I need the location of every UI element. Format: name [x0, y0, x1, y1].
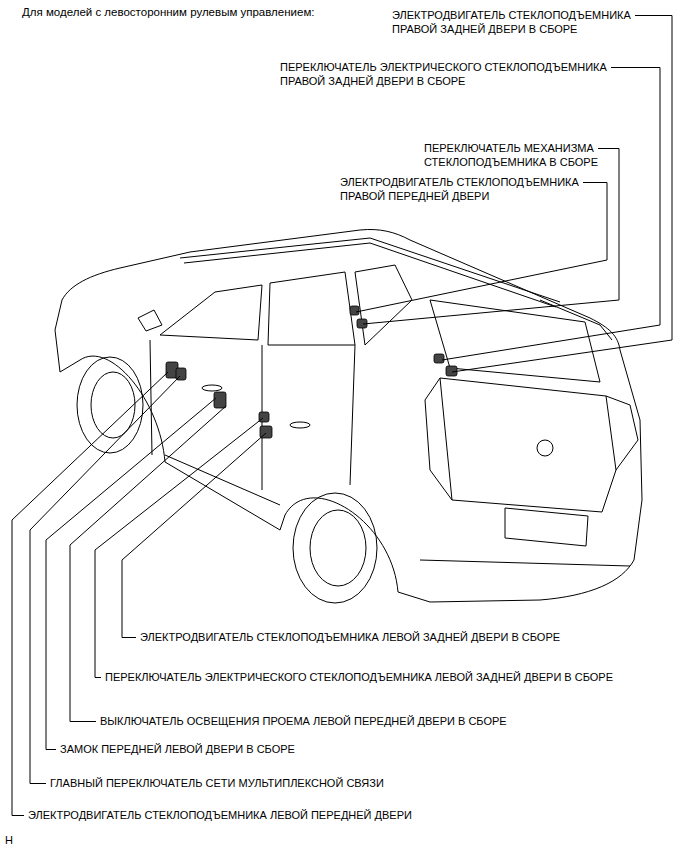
part-icon	[446, 366, 457, 376]
part-name: ЗАМОК ПЕРЕДНЕЙ ЛЕВОЙ ДВЕРИ В СБОРЕ	[60, 743, 295, 755]
rim	[310, 510, 366, 586]
part-name: ГЛАВНЫЙ ПЕРЕКЛЮЧАТЕЛЬ СЕТИ МУЛЬТИПЛЕКСНО…	[50, 777, 384, 789]
label-box: ГЛАВНЫЙ ПЕРЕКЛЮЧАТЕЛЬ СЕТИ МУЛЬТИПЛЕКСНО…	[50, 776, 384, 790]
door-handle	[290, 422, 310, 428]
license-plate	[505, 508, 588, 546]
label-box: ЭЛЕКТРОДВИГАТЕЛЬ СТЕКЛОПОДЪЕМНИКА ЛЕВОЙ …	[140, 630, 560, 644]
part-name: ЭЛЕКТРОДВИГАТЕЛЬ СТЕКЛОПОДЪЕМНИКА ЛЕВОЙ …	[140, 631, 560, 643]
side-mirror	[138, 310, 162, 331]
part-name: ПЕРЕКЛЮЧАТЕЛЬ ЭЛЕКТРИЧЕСКОГО СТЕКЛОПОДЪЕ…	[105, 671, 613, 683]
part-icon	[434, 354, 444, 363]
rear-side-window	[268, 272, 355, 345]
leader-line	[122, 433, 266, 638]
leader-line	[442, 68, 660, 361]
tailgate	[440, 378, 616, 512]
leader-line	[363, 149, 619, 325]
part-name: ЭЛЕКТРОДВИГАТЕЛЬ СТЕКЛОПОДЪЕМНИКА ПРАВОЙ…	[340, 176, 579, 202]
label-box: ЭЛЕКТРОДВИГАТЕЛЬ СТЕКЛОПОДЪЕМНИКА ПРАВОЙ…	[340, 175, 602, 203]
door-handle	[202, 385, 222, 391]
front-window	[160, 285, 262, 340]
roof-rail	[180, 238, 560, 302]
bumper-line	[420, 560, 630, 566]
label-box: ПЕРЕКЛЮЧАТЕЛЬ ЭЛЕКТРИЧЕСКОГО СТЕКЛОПОДЪЕ…	[280, 60, 640, 88]
body-outline	[55, 229, 642, 602]
quarter-window	[355, 265, 412, 345]
rim	[91, 372, 135, 438]
door-line	[350, 345, 355, 485]
tail-light	[425, 378, 452, 500]
emblem	[537, 440, 553, 456]
label-box: ПЕРЕКЛЮЧАТЕЛЬ ЭЛЕКТРИЧЕСКОГО СТЕКЛОПОДЪЕ…	[105, 670, 613, 684]
part-name: ВЫКЛЮЧАТЕЛЬ ОСВЕЩЕНИЯ ПРОЕМА ЛЕВОЙ ПЕРЕД…	[100, 715, 507, 727]
leader-line	[46, 398, 216, 750]
label-box: ПЕРЕКЛЮЧАТЕЛЬ МЕХАНИЗМА СТЕКЛОПОДЪЕМНИКА…	[424, 141, 612, 169]
tail-light	[606, 396, 638, 470]
part-name: ПЕРЕКЛЮЧАТЕЛЬ ЭЛЕКТРИЧЕСКОГО СТЕКЛОПОДЪЕ…	[280, 61, 607, 87]
roof-rail	[184, 243, 556, 307]
part-name: ЭЛЕКТРОДВИГАТЕЛЬ СТЕКЛОПОДЪЕМНИКА ЛЕВОЙ …	[28, 809, 412, 821]
door-line	[150, 340, 152, 455]
figure-title: Для моделей с левосторонним рулевым упра…	[22, 6, 315, 18]
part-name: ПЕРЕКЛЮЧАТЕЛЬ МЕХАНИЗМА СТЕКЛОПОДЪЕМНИКА…	[424, 142, 598, 168]
part-name: ЭЛЕКТРОДВИГАТЕЛЬ СТЕКЛОПОДЪЕМНИКА ПРАВОЙ…	[392, 9, 631, 35]
figure-code: H	[5, 834, 13, 846]
sill-line	[165, 455, 280, 505]
label-box: ВЫКЛЮЧАТЕЛЬ ОСВЕЩЕНИЯ ПРОЕМА ЛЕВОЙ ПЕРЕД…	[100, 714, 507, 728]
label-box: ЭЛЕКТРОДВИГАТЕЛЬ СТЕКЛОПОДЪЕМНИКА ПРАВОЙ…	[392, 8, 664, 36]
part-icon	[350, 306, 359, 315]
tire	[293, 493, 377, 603]
rear-glass	[430, 300, 600, 382]
label-box: H	[5, 833, 13, 847]
label-box: ЭЛЕКТРОДВИГАТЕЛЬ СТЕКЛОПОДЪЕМНИКА ЛЕВОЙ …	[28, 808, 412, 822]
label-box: Для моделей с левосторонним рулевым упра…	[22, 5, 315, 19]
label-box: ЗАМОК ПЕРЕДНЕЙ ЛЕВОЙ ДВЕРИ В СБОРЕ	[60, 742, 295, 756]
part-icon	[214, 392, 226, 408]
